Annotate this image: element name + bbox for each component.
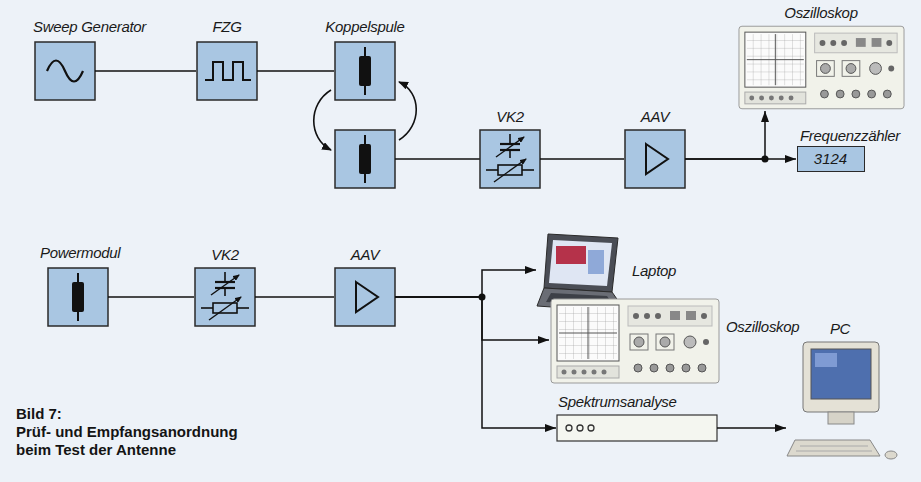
signal-line <box>540 158 624 160</box>
frequency-counter-box: Frequenzzähler3124 <box>797 146 865 172</box>
device-label: VK2 <box>496 108 523 126</box>
device-label: VK2 <box>211 246 238 264</box>
amplifier-box: AAV <box>335 268 395 326</box>
device-label: Oszilloskop <box>784 4 857 22</box>
display-value: 3124 <box>814 150 847 168</box>
spectrum-analyser-box: Spektrumsanalyse <box>557 415 717 441</box>
device-label: AAV <box>641 108 669 126</box>
signal-arrow <box>395 270 536 297</box>
signal-arrow <box>685 158 796 160</box>
device-label: Koppelspule <box>325 18 404 36</box>
signal-arrow <box>685 111 765 159</box>
signal-arrow <box>395 297 549 340</box>
oscilloscope-device: Oszilloskop <box>738 25 905 110</box>
signal-line <box>95 70 196 72</box>
device-label: AAV <box>351 246 379 264</box>
device-label: PC <box>830 320 850 338</box>
coupling-coil-box: Koppelspule <box>335 42 395 100</box>
signal-line <box>255 296 334 298</box>
figure-title: Bild 7: <box>16 405 62 423</box>
oscilloscope-device: Oszilloskop <box>550 298 720 384</box>
device-label: Laptop <box>632 262 676 280</box>
figure-caption: Prüf- und Empfangsanordnung beim Test de… <box>16 423 261 459</box>
amplifier-box: AAV <box>625 130 685 188</box>
control-box: VK2 <box>195 268 255 326</box>
signal-line <box>257 70 334 72</box>
device-label: Spektrumsanalyse <box>558 393 677 411</box>
laptop-device: Laptop <box>537 232 627 314</box>
signal-generator-box: Sweep Generator <box>35 42 95 100</box>
signal-line <box>108 296 194 298</box>
device-label: Frequenzzähler <box>800 127 900 145</box>
device-label: Sweep Generator <box>33 18 146 36</box>
signal-arrow <box>717 427 786 429</box>
device-label: Powermodul <box>40 244 120 262</box>
signal-arrow <box>395 297 556 428</box>
pc-device: PC <box>787 340 899 460</box>
power-module-box: Powermodul <box>48 268 108 326</box>
control-box: VK2 <box>480 130 540 188</box>
pulse-shaper-box: FZG <box>197 42 257 100</box>
device-label: Oszilloskop <box>726 318 799 336</box>
device-label: FZG <box>212 18 241 36</box>
